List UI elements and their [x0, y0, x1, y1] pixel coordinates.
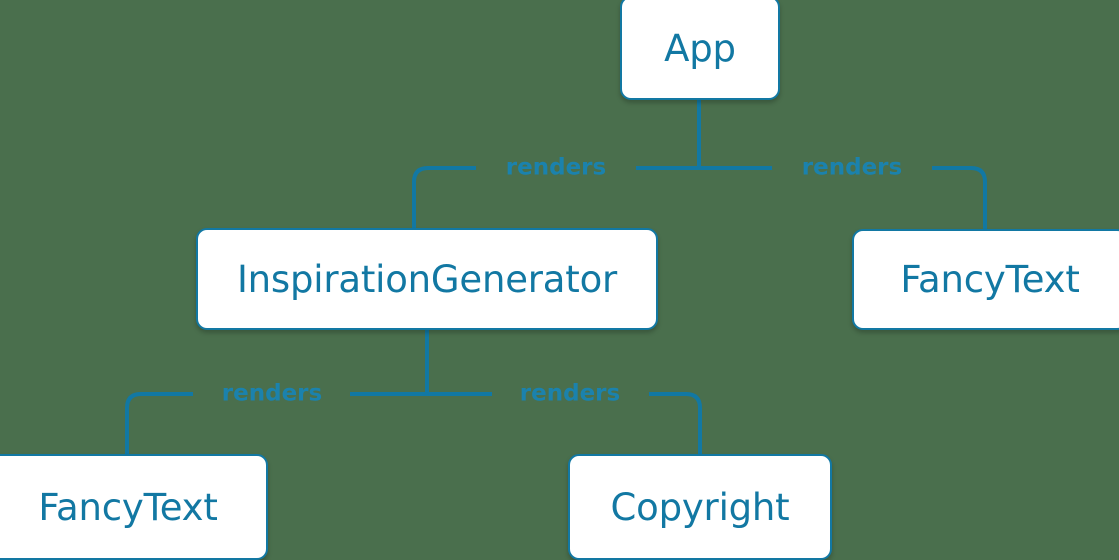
node-fancy-text-right-label: FancyText: [900, 258, 1080, 301]
node-inspiration-generator-label: InspirationGenerator: [236, 257, 618, 301]
edge-app-to-fancy-text-right-right-seg: [932, 166, 987, 229]
node-copyright-label: Copyright: [610, 485, 790, 529]
edge-label-inspiration-generator-to-fancy-text: renders: [221, 380, 323, 407]
node-inspiration-generator[interactable]: InspirationGenerator: [196, 228, 658, 330]
node-fancy-text-bottom-label: FancyText: [38, 485, 218, 529]
edge-label-inspiration-generator-to-copyright: renders: [519, 380, 621, 407]
edge-label-app-to-inspiration-generator: renders: [505, 154, 607, 181]
edge-app-to-inspiration-generator-left-seg: [412, 166, 476, 228]
edge-inspiration-generator-to-fancy-text-left-seg: [125, 392, 193, 454]
node-fancy-text-bottom[interactable]: FancyText: [0, 454, 268, 560]
node-fancy-text-right[interactable]: FancyText: [852, 229, 1119, 330]
node-app-label: App: [664, 26, 736, 70]
node-app[interactable]: App: [620, 0, 780, 100]
edge-inspiration-generator-to-copyright-right-seg: [649, 392, 702, 454]
node-copyright[interactable]: Copyright: [568, 454, 832, 560]
edge-label-app-to-fancy-text-right: renders: [801, 154, 903, 181]
